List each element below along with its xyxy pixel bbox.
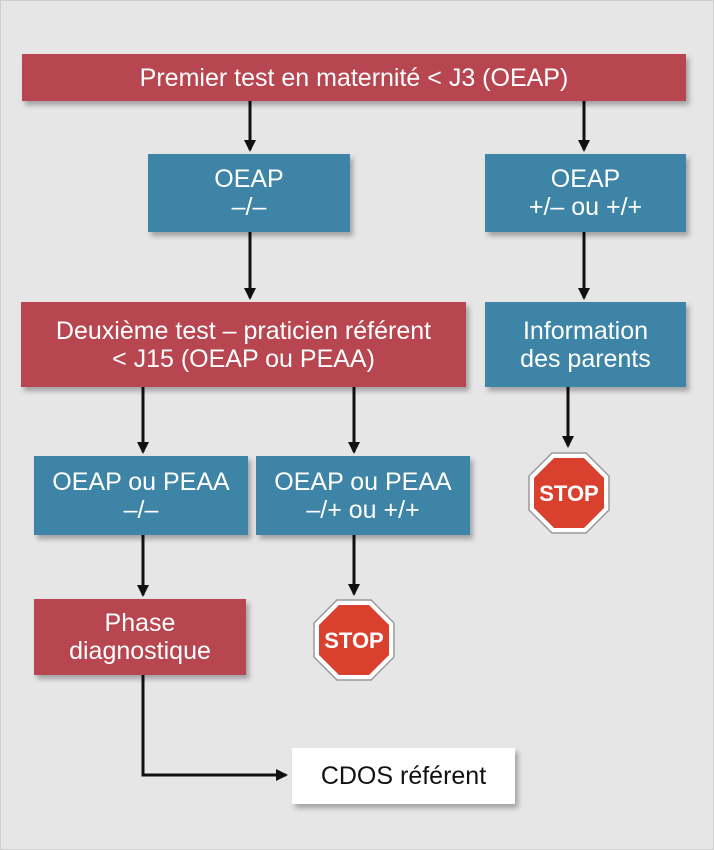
first-test-box: Premier test en maternité < J3 (OEAP) bbox=[22, 54, 686, 101]
oeap-negative-result: –/– bbox=[231, 193, 267, 221]
cdos-referent-box: CDOS référent bbox=[292, 748, 515, 804]
parents-information-line1: Information bbox=[522, 316, 649, 345]
parents-information-box: Information des parents bbox=[485, 302, 686, 387]
arrow-phase-to-cdos bbox=[141, 675, 288, 781]
oeap-peaa-positive-title: OEAP ou PEAA bbox=[274, 467, 452, 496]
diagnostic-phase-box: Phase diagnostique bbox=[34, 599, 246, 675]
oeap-negative-title: OEAP bbox=[214, 165, 284, 193]
stop-sign-label: STOP bbox=[324, 628, 384, 653]
oeap-peaa-negative-box: OEAP ou PEAA –/– bbox=[34, 456, 248, 535]
oeap-positive-title: OEAP bbox=[550, 165, 621, 193]
second-test-line2: < J15 (OEAP ou PEAA) bbox=[112, 344, 375, 373]
second-test-box: Deuxième test – praticien référent < J15… bbox=[21, 302, 466, 387]
stop-sign-icon: STOP bbox=[313, 599, 395, 681]
diagnostic-phase-line2: diagnostique bbox=[69, 637, 211, 665]
stop-sign-icon: STOP bbox=[528, 452, 610, 534]
oeap-peaa-negative-title: OEAP ou PEAA bbox=[52, 467, 230, 496]
second-test-line1: Deuxième test – praticien référent bbox=[55, 316, 432, 345]
oeap-peaa-negative-result: –/– bbox=[123, 495, 159, 524]
oeap-peaa-positive-box: OEAP ou PEAA –/+ ou +/+ bbox=[256, 456, 470, 535]
stop-sign-label: STOP bbox=[539, 481, 599, 506]
first-test-label: Premier test en maternité < J3 (OEAP) bbox=[139, 63, 569, 92]
oeap-positive-result: +/– ou +/+ bbox=[528, 193, 643, 221]
oeap-peaa-positive-result: –/+ ou +/+ bbox=[306, 495, 420, 524]
parents-information-line2: des parents bbox=[520, 344, 651, 373]
oeap-positive-box: OEAP +/– ou +/+ bbox=[485, 154, 686, 232]
cdos-referent-label: CDOS référent bbox=[320, 762, 487, 790]
oeap-negative-box: OEAP –/– bbox=[148, 154, 350, 232]
diagnostic-phase-line1: Phase bbox=[104, 609, 176, 637]
